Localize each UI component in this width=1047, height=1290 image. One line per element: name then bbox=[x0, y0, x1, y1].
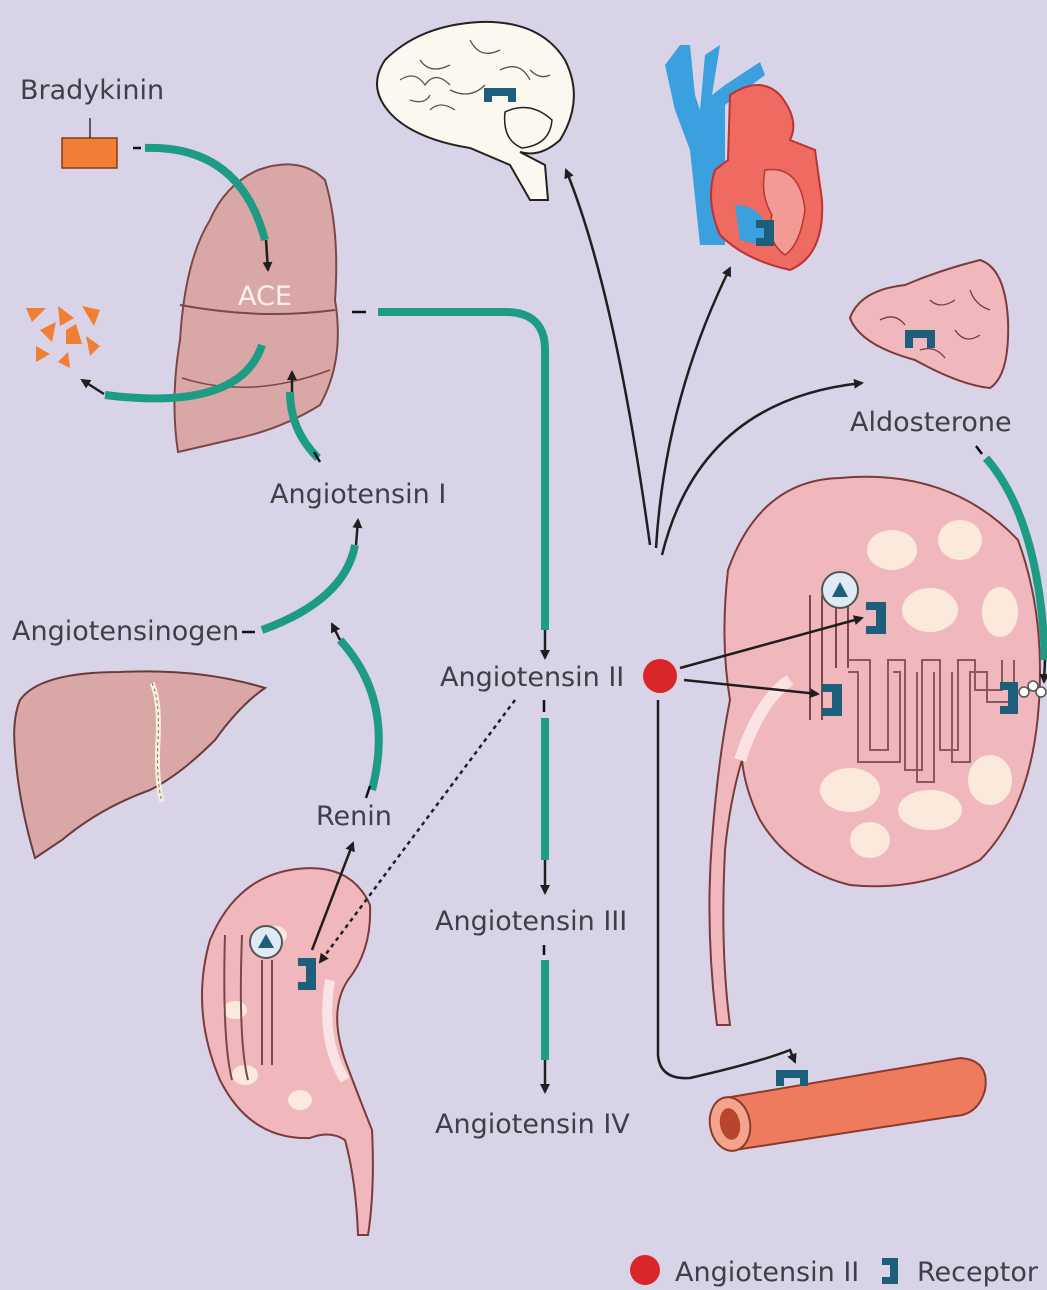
legend-receptor-label: Receptor bbox=[917, 1257, 1039, 1288]
label-angiotensin-2: Angiotensin II bbox=[440, 662, 624, 693]
liver-illustration bbox=[14, 671, 265, 858]
heart-illustration bbox=[665, 45, 822, 270]
angiotensin-ii-dot bbox=[643, 659, 677, 693]
legend-receptor-icon bbox=[882, 1258, 898, 1284]
small-kidney-illustration bbox=[202, 868, 373, 1235]
vessel-receptor-icon bbox=[776, 1070, 808, 1086]
bradykinin-fragments-icon bbox=[26, 306, 100, 368]
blood-vessel-illustration bbox=[706, 1058, 986, 1154]
bradykinin-block bbox=[62, 138, 117, 168]
label-aldosterone: Aldosterone bbox=[850, 407, 1012, 438]
large-kidney-illustration bbox=[709, 477, 1046, 1025]
brain-illustration bbox=[377, 22, 574, 200]
label-ace: ACE bbox=[238, 281, 292, 312]
label-angiotensin-1: Angiotensin I bbox=[270, 479, 446, 510]
label-angiotensinogen: Angiotensinogen bbox=[12, 616, 239, 647]
legend: Angiotensin II Receptor bbox=[630, 1255, 1039, 1288]
adrenal-gland-illustration bbox=[850, 260, 1008, 388]
legend-angiotensin-ii-icon bbox=[630, 1255, 660, 1285]
label-bradykinin: Bradykinin bbox=[20, 75, 164, 106]
legend-angiotensin-ii-label: Angiotensin II bbox=[675, 1257, 859, 1288]
label-renin: Renin bbox=[316, 801, 392, 832]
label-angiotensin-3: Angiotensin III bbox=[435, 906, 627, 937]
label-angiotensin-4: Angiotensin IV bbox=[435, 1109, 630, 1140]
